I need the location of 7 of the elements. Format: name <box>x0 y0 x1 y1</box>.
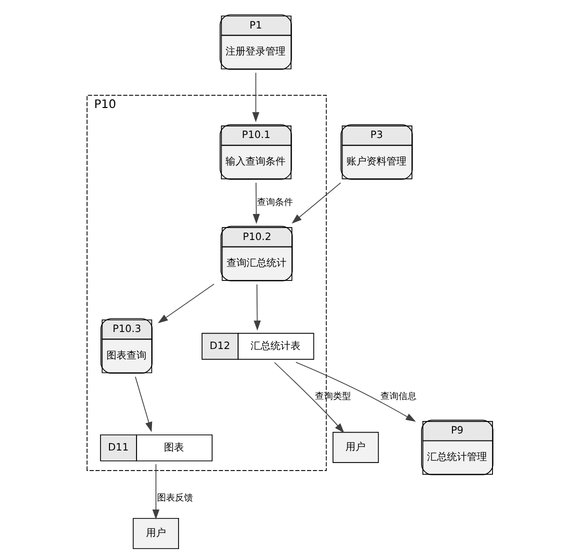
edge-label: 查询条件 <box>256 197 293 208</box>
node-text: D12 <box>209 340 230 352</box>
edge-label: 查询信息 <box>380 391 416 402</box>
node-label: 图表 <box>163 442 184 454</box>
node-label: 汇总统计表 <box>250 340 300 352</box>
edge-label: 图表反馈 <box>156 492 193 504</box>
node-text: D11 <box>108 442 128 454</box>
